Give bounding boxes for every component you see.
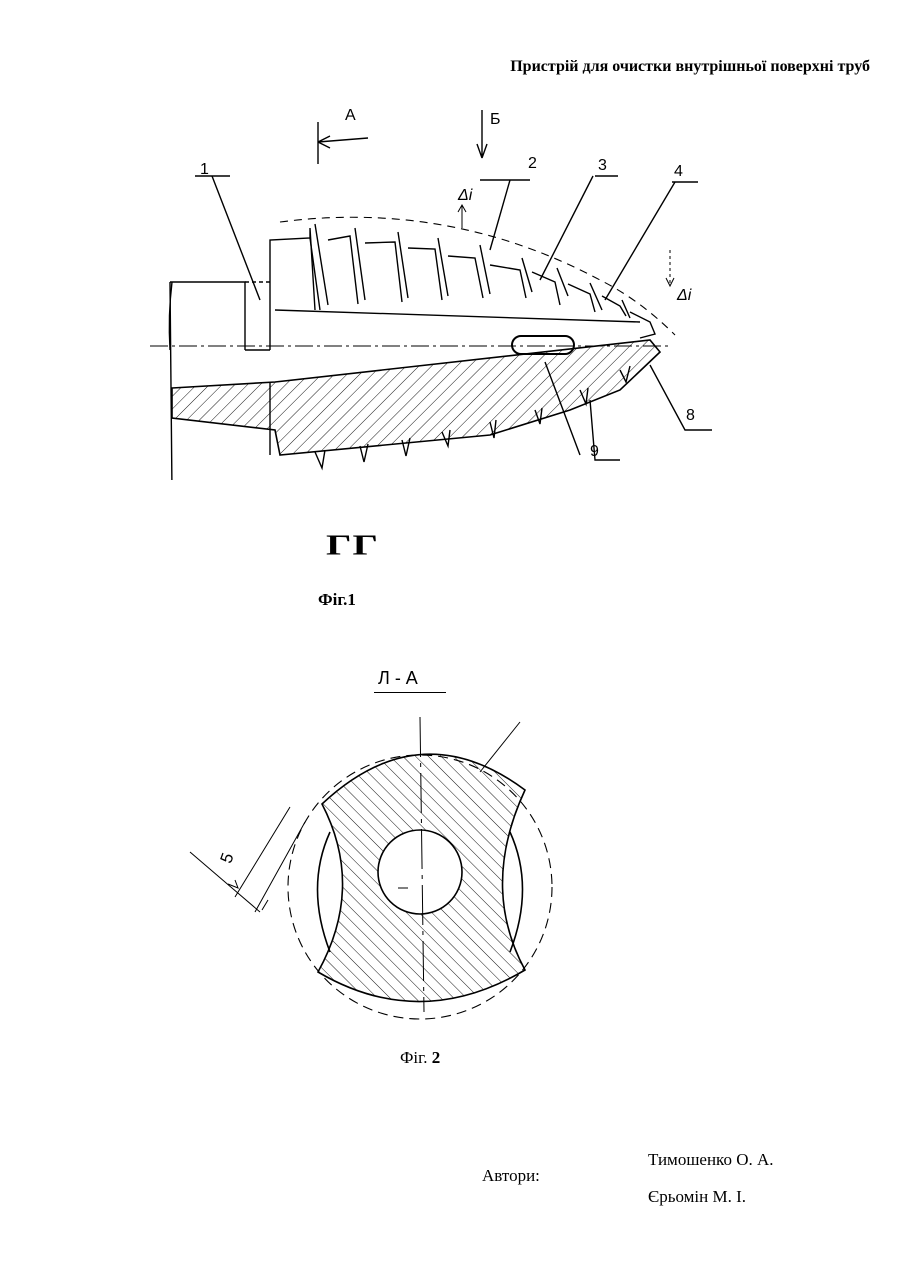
- section-underline: [374, 692, 446, 693]
- dimension-label-5: 5: [217, 850, 238, 865]
- figure-1-drawing: А Б Δi Δi 1 2 3 4 8 9: [150, 100, 730, 480]
- delta-label-top: Δi: [457, 187, 473, 204]
- part-label-4: 4: [674, 163, 683, 180]
- part-label-3: 3: [598, 157, 607, 174]
- part-label-1: 1: [200, 161, 209, 178]
- view-arrow-a-label: А: [345, 107, 356, 124]
- part-label-2: 2: [528, 155, 537, 172]
- figure-2-caption: Фіг. 2: [400, 1048, 440, 1068]
- figure-2-drawing: 5: [180, 712, 580, 1032]
- view-arrow-b-label: Б: [490, 111, 501, 128]
- section-label: Л - А: [378, 668, 418, 689]
- author-name: Єрьомін М. І.: [648, 1187, 746, 1207]
- part-label-9: 9: [590, 443, 599, 460]
- figure-1-caption: Фіг.1: [318, 590, 356, 610]
- document-title: Пристрій для очистки внутрішньої поверхн…: [430, 58, 870, 76]
- part-label-8: 8: [686, 407, 695, 424]
- figure-2-caption-prefix: Фіг.: [400, 1048, 427, 1067]
- figure-1-mark: ГГ: [326, 528, 379, 562]
- author-name: Тимошенко О. А.: [648, 1150, 774, 1170]
- figure-2-caption-number: 2: [432, 1048, 441, 1067]
- authors-label: Автори:: [482, 1166, 540, 1186]
- delta-label-side: Δi: [676, 287, 692, 304]
